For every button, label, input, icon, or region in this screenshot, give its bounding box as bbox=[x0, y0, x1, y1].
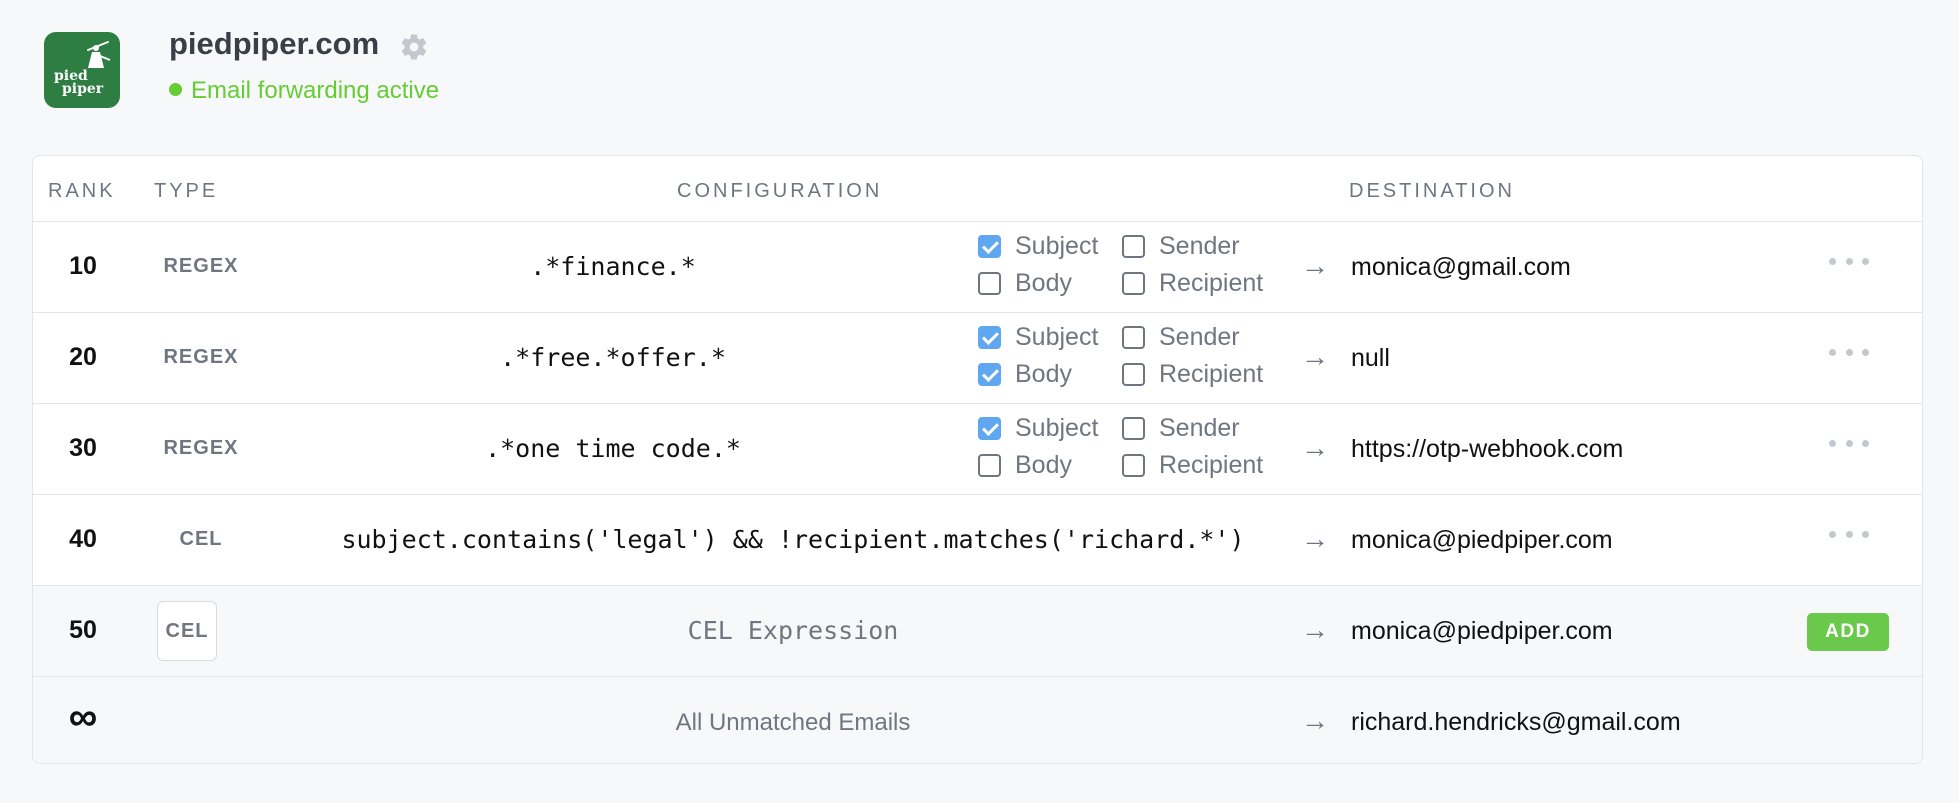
add-rule-button[interactable]: ADD bbox=[1807, 613, 1889, 651]
new-rule-destination-input[interactable]: monica@piedpiper.com bbox=[1351, 617, 1613, 645]
rule-expression: .*finance.* bbox=[530, 252, 696, 281]
gear-icon[interactable] bbox=[399, 32, 429, 62]
rule-row[interactable]: 20 REGEX .*free.*offer.* Subject Body Se… bbox=[33, 313, 1922, 404]
rule-expression: .*one time code.* bbox=[485, 434, 741, 463]
body-checkbox[interactable]: Body bbox=[978, 360, 1072, 389]
rule-expression: subject.contains('legal') && !recipient.… bbox=[341, 525, 1245, 554]
rule-type: REGEX bbox=[163, 437, 239, 459]
column-header-rank: RANK bbox=[48, 180, 116, 202]
checkbox-box[interactable] bbox=[1122, 235, 1145, 258]
sender-checkbox[interactable]: Sender bbox=[1122, 323, 1240, 352]
checkbox-label: Recipient bbox=[1159, 451, 1264, 479]
checkbox-box[interactable] bbox=[978, 417, 1001, 440]
checkbox-box[interactable] bbox=[1122, 417, 1145, 440]
rule-destination: monica@gmail.com bbox=[1351, 253, 1571, 281]
arrow-right-icon: → bbox=[1301, 250, 1329, 281]
arrow-right-icon: → bbox=[1301, 341, 1329, 372]
fallback-destination[interactable]: richard.hendricks@gmail.com bbox=[1351, 708, 1681, 736]
more-options-icon[interactable] bbox=[1829, 246, 1869, 276]
rule-rank: 30 bbox=[69, 434, 97, 462]
piper-figure-icon bbox=[87, 41, 111, 68]
checkbox-box[interactable] bbox=[978, 363, 1001, 386]
forwarding-status: Email forwarding active bbox=[169, 77, 439, 105]
sender-checkbox[interactable]: Sender bbox=[1122, 414, 1240, 443]
checkbox-label: Recipient bbox=[1159, 360, 1264, 388]
arrow-right-icon: → bbox=[1301, 432, 1329, 463]
rule-rank: 10 bbox=[69, 252, 97, 280]
fallback-row: ∞ All Unmatched Emails → richard.hendric… bbox=[33, 677, 1922, 763]
more-options-icon[interactable] bbox=[1829, 428, 1869, 458]
rule-row[interactable]: 30 REGEX .*one time code.* Subject Body … bbox=[33, 404, 1922, 495]
fallback-rank: ∞ bbox=[68, 695, 98, 739]
checkbox-label: Body bbox=[1015, 269, 1072, 297]
rule-destination: monica@piedpiper.com bbox=[1351, 526, 1613, 554]
status-dot bbox=[169, 83, 182, 96]
arrow-right-icon: → bbox=[1301, 523, 1329, 554]
rule-destination: null bbox=[1351, 344, 1390, 372]
checkbox-label: Sender bbox=[1159, 414, 1240, 442]
cel-expression-input[interactable]: CEL Expression bbox=[687, 616, 899, 645]
rule-rank: 20 bbox=[69, 343, 97, 371]
checkbox-box[interactable] bbox=[978, 326, 1001, 349]
subject-checkbox[interactable]: Subject bbox=[978, 323, 1098, 352]
recipient-checkbox[interactable]: Recipient bbox=[1122, 360, 1263, 389]
checkbox-label: Subject bbox=[1015, 414, 1099, 442]
rule-type-selector[interactable]: CEL bbox=[157, 601, 217, 661]
checkbox-label: Subject bbox=[1015, 323, 1099, 351]
column-header-destination: DESTINATION bbox=[1349, 180, 1515, 202]
checkbox-label: Body bbox=[1015, 451, 1072, 479]
column-header-configuration: CONFIGURATION bbox=[677, 180, 883, 202]
new-rule-rank: 50 bbox=[69, 616, 97, 644]
subject-checkbox[interactable]: Subject bbox=[978, 414, 1098, 443]
checkbox-label: Sender bbox=[1159, 232, 1240, 260]
rule-row[interactable]: 10 REGEX .*finance.* Subject Body Sender… bbox=[33, 222, 1922, 313]
rule-type: REGEX bbox=[163, 346, 239, 368]
subject-checkbox[interactable]: Subject bbox=[978, 232, 1098, 261]
checkbox-box[interactable] bbox=[1122, 272, 1145, 295]
site-header: pied piper piedpiper.com Email forwardin… bbox=[44, 26, 944, 112]
checkbox-label: Recipient bbox=[1159, 269, 1264, 297]
checkbox-box[interactable] bbox=[1122, 454, 1145, 477]
body-checkbox[interactable]: Body bbox=[978, 451, 1072, 480]
checkbox-box[interactable] bbox=[978, 235, 1001, 258]
status-text: Email forwarding active bbox=[191, 77, 440, 104]
table-header: RANK TYPE CONFIGURATION DESTINATION bbox=[33, 156, 1922, 222]
rule-type: CEL bbox=[179, 528, 223, 550]
checkbox-box[interactable] bbox=[978, 454, 1001, 477]
logo-text-line-2: piper bbox=[62, 81, 104, 97]
checkbox-box[interactable] bbox=[1122, 326, 1145, 349]
arrow-right-icon: → bbox=[1301, 614, 1329, 645]
rule-destination: https://otp-webhook.com bbox=[1351, 435, 1624, 463]
sender-checkbox[interactable]: Sender bbox=[1122, 232, 1240, 261]
checkbox-label: Subject bbox=[1015, 232, 1099, 260]
logo-text-line-1: pied bbox=[54, 68, 88, 84]
body-checkbox[interactable]: Body bbox=[978, 269, 1072, 298]
fallback-label: All Unmatched Emails bbox=[675, 709, 911, 736]
rule-rank: 40 bbox=[69, 525, 97, 553]
more-options-icon[interactable] bbox=[1829, 337, 1869, 367]
more-options-icon[interactable] bbox=[1829, 519, 1869, 549]
domain-title: piedpiper.com bbox=[169, 26, 380, 61]
rule-row[interactable]: 40 CEL subject.contains('legal') && !rec… bbox=[33, 495, 1922, 586]
checkbox-label: Body bbox=[1015, 360, 1072, 388]
rule-expression: .*free.*offer.* bbox=[500, 343, 726, 372]
arrow-right-icon: → bbox=[1301, 705, 1329, 736]
checkbox-box[interactable] bbox=[1122, 363, 1145, 386]
logo-text: pied piper bbox=[54, 68, 104, 97]
checkbox-label: Sender bbox=[1159, 323, 1240, 351]
checkbox-box[interactable] bbox=[978, 272, 1001, 295]
recipient-checkbox[interactable]: Recipient bbox=[1122, 451, 1263, 480]
recipient-checkbox[interactable]: Recipient bbox=[1122, 269, 1263, 298]
rules-table: RANK TYPE CONFIGURATION DESTINATION 10 R… bbox=[32, 155, 1923, 764]
new-rule-row: 50 CEL CEL Expression → monica@piedpiper… bbox=[33, 586, 1922, 677]
piedpiper-logo: pied piper bbox=[44, 32, 120, 108]
rule-type: REGEX bbox=[163, 255, 239, 277]
column-header-type: TYPE bbox=[154, 180, 219, 202]
